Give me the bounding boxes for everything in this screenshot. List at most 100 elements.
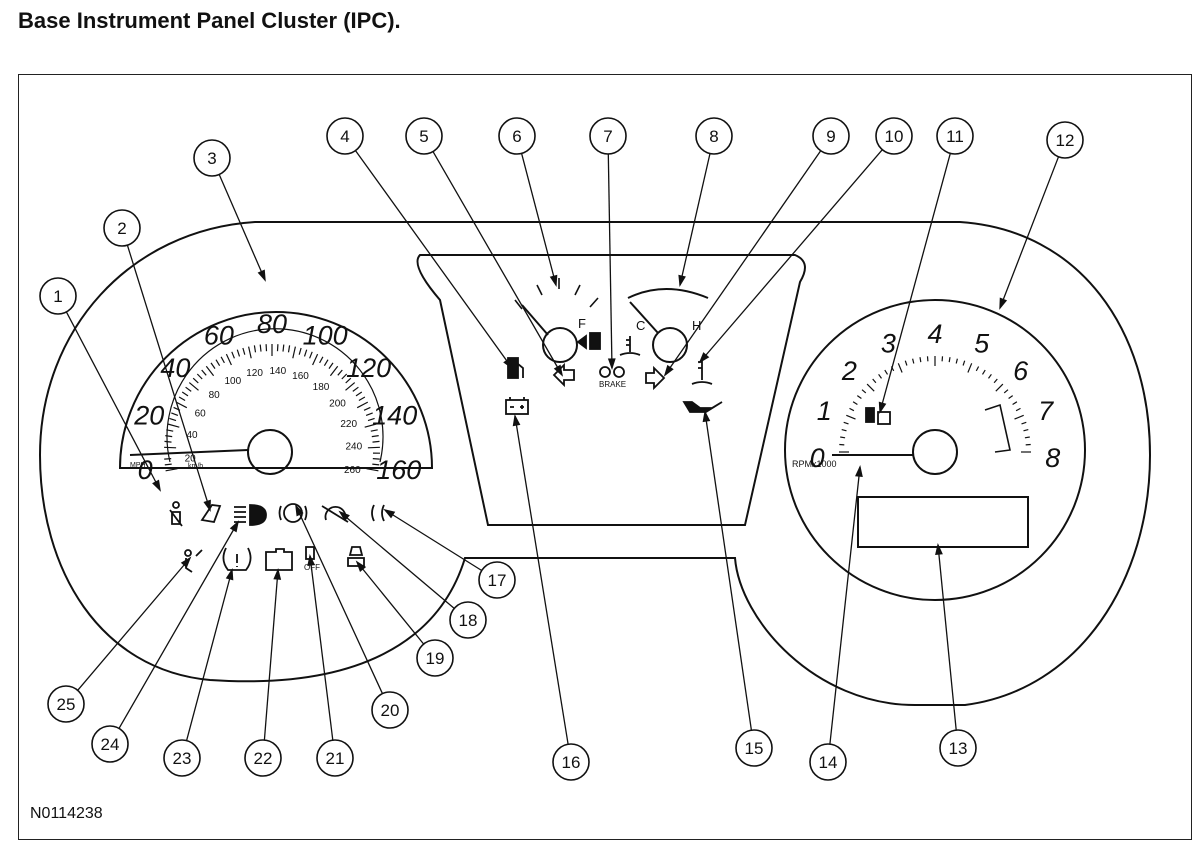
coolant-temp-small-icon (619, 336, 641, 356)
callout-number: 12 (1056, 131, 1075, 150)
tachometer-tick (1014, 414, 1024, 420)
temp-hot-label: H (692, 318, 701, 333)
tachometer-tick (1023, 429, 1029, 432)
callout-number: 18 (459, 611, 478, 630)
callout-arrowhead (678, 274, 686, 288)
callout-leader-line (514, 415, 569, 745)
kmh-tick-label: 80 (209, 390, 221, 401)
mph-tick-label: 120 (346, 353, 391, 383)
callout-circle (193, 139, 231, 177)
callout-arrowhead (663, 364, 674, 377)
cluster-outline (38, 221, 1152, 706)
callout-arrowhead (855, 464, 863, 478)
callout-leader-line (354, 150, 513, 369)
callout-leader-line (829, 466, 861, 745)
speedometer-tick (298, 347, 302, 355)
callout-number: 4 (340, 127, 349, 146)
tachometer-tick (861, 389, 867, 394)
kmh-tick-label: 140 (269, 366, 286, 377)
fuel-gauge-ticks (514, 278, 599, 310)
trip-computer-icon (865, 407, 891, 425)
tach-tick-label: 7 (1038, 396, 1054, 426)
temp-cold-label: C (636, 318, 645, 333)
tach-tick-label: 4 (927, 319, 942, 349)
speedometer-tick (169, 417, 177, 422)
callout-arrowhead (999, 297, 1008, 310)
mph-tick-label: 60 (204, 321, 234, 351)
tachometer-tick (849, 407, 855, 412)
tachometer-ticks (839, 356, 1031, 453)
tachometer-tick (1003, 389, 1009, 394)
callout-circle (478, 561, 516, 599)
speedometer-tick (329, 365, 339, 377)
callout-leader-line (704, 411, 753, 731)
kmh-tick-label: 220 (340, 419, 357, 430)
tachometer-tick (884, 369, 889, 375)
fuel-pump-icon (576, 332, 601, 350)
tachometer-tick (995, 383, 1004, 392)
speedometer-tick (210, 362, 216, 369)
callout-circle (103, 209, 141, 247)
callout-circle (316, 739, 354, 777)
mph-tick-label: 100 (303, 321, 348, 351)
speedometer-tick (282, 344, 285, 352)
callout-leader-line (77, 557, 191, 691)
callout-arrowhead (553, 364, 564, 377)
tachometer-tick (1008, 395, 1014, 399)
speedometer-tick (337, 369, 343, 376)
speedometer-dial (118, 311, 434, 469)
callout-leader-line (699, 149, 883, 363)
callout-number: 14 (819, 753, 838, 772)
speedometer-tick (328, 362, 334, 369)
center-display-window (416, 254, 806, 526)
tachometer-redline (984, 403, 1011, 453)
callout-number: 11 (946, 127, 964, 146)
speedometer-tick (236, 349, 241, 357)
speedometer-tick (192, 377, 199, 384)
low-fuel-icon (507, 357, 524, 379)
callout-arrowhead (295, 504, 304, 517)
speedometer-tick (355, 391, 363, 397)
tachometer-hub (912, 429, 958, 475)
left-turn-icon (552, 362, 575, 388)
callout-circle (589, 117, 627, 155)
speedometer-tick (358, 396, 366, 402)
four-by-four-icon (347, 546, 365, 567)
speedometer-tick (188, 382, 199, 391)
tachometer-tick (981, 369, 986, 375)
speedometer-tick (166, 429, 174, 432)
callout-leader-line (999, 156, 1060, 309)
page-title: Base Instrument Panel Cluster (IPC). (18, 8, 401, 33)
brake-warning-icon (599, 366, 625, 378)
speedometer-tick (231, 351, 235, 359)
callout-leader-line (937, 544, 957, 731)
temp-gauge-arc (627, 288, 709, 299)
callout-circle (449, 601, 487, 639)
callout-number: 9 (826, 127, 835, 146)
tachometer-tick (988, 373, 992, 379)
tachometer-tick (1012, 401, 1018, 406)
speedometer-tick (164, 458, 172, 460)
callout-number: 5 (419, 127, 428, 146)
callout-arrowhead (203, 499, 211, 512)
speedometer-tick (371, 435, 379, 438)
speedometer-tick (201, 369, 207, 376)
speedometer-tick (319, 356, 324, 364)
callout-arrowhead (273, 567, 282, 580)
tachometer-tick (852, 401, 858, 406)
kmh-tick-label: 260 (344, 465, 361, 476)
callout-number: 6 (512, 127, 521, 146)
tach-tick-label: 0 (810, 443, 825, 473)
callout-arrowhead (607, 358, 616, 371)
callout-arrowhead (180, 556, 192, 568)
tachometer-tick (843, 421, 849, 425)
callout-number: 3 (207, 149, 216, 168)
tach-tick-label: 6 (1013, 356, 1029, 386)
callout-circle (326, 117, 364, 155)
tach-tick-label: 3 (881, 329, 896, 359)
callout-leader-line (126, 245, 211, 511)
speedometer-tick (312, 353, 319, 366)
callout-leader-line (879, 153, 951, 413)
